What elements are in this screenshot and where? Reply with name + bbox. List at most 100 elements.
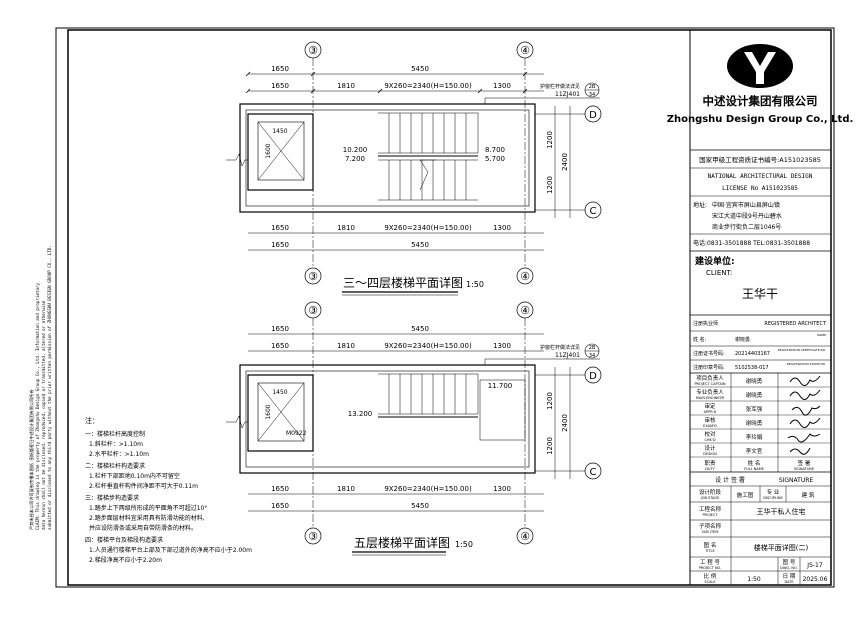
svg-text:1810: 1810: [337, 82, 355, 90]
svg-text:中国·宜宾市屏山县屏山镇: 中国·宜宾市屏山县屏山镇: [712, 201, 780, 209]
role-row-5: 设计 DESIGN 李文官: [690, 444, 831, 458]
svg-text:2400: 2400: [561, 153, 569, 171]
svg-text:地址:: 地址:: [693, 201, 707, 209]
svg-text:34: 34: [589, 92, 595, 98]
svg-text:国家甲级工程资质证书编号:A151023585: 国家甲级工程资质证书编号:A151023585: [699, 155, 821, 164]
svg-text:④: ④: [520, 44, 530, 57]
svg-text:1650: 1650: [271, 82, 289, 90]
svg-text:5450: 5450: [411, 325, 429, 333]
axis-3-top-upper: [304, 41, 322, 59]
svg-text:张军强: 张军强: [746, 405, 763, 413]
axis-d-lower: [584, 366, 602, 384]
svg-text:1200: 1200: [546, 437, 554, 455]
svg-text:10.200: 10.200: [343, 146, 368, 154]
axis-3-top-lower: [304, 301, 322, 319]
stair-treads-lower: [378, 373, 526, 441]
svg-text:1300: 1300: [493, 342, 511, 350]
svg-text:2.水平栏杆：>1.10m: 2.水平栏杆：>1.10m: [89, 450, 149, 458]
svg-text:9X260=2340(H=150.00): 9X260=2340(H=150.00): [384, 82, 472, 90]
svg-text:签 署: 签 署: [798, 459, 811, 467]
svg-text:D: D: [589, 110, 597, 121]
svg-text:谢晓勇: 谢晓勇: [746, 377, 763, 385]
svg-text:1300: 1300: [493, 82, 511, 90]
svg-text:SCALE: SCALE: [704, 580, 715, 584]
svg-text:设 计 签 署: 设 计 签 署: [715, 476, 745, 484]
svg-text:data herein shall not be discl: data herein shall not be disclosed, repr…: [41, 300, 46, 530]
svg-text:FULL NAME: FULL NAME: [744, 467, 764, 471]
svg-text:1650: 1650: [271, 65, 289, 73]
svg-text:2.踏步面层材料宜采用具有防滑功能的材料,: 2.踏步面层材料宜采用具有防滑功能的材料,: [89, 514, 205, 522]
svg-text:11ZJ401: 11ZJ401: [555, 352, 580, 359]
svg-text:1300: 1300: [493, 485, 511, 493]
axis-3-bottom-upper: [304, 267, 322, 285]
svg-text:1650: 1650: [271, 342, 289, 350]
svg-text:13.200: 13.200: [348, 410, 373, 418]
svg-text:审定: 审定: [704, 402, 716, 410]
svg-text:项目负责人: 项目负责人: [696, 374, 724, 382]
svg-text:SUB ITEM: SUB ITEM: [702, 530, 719, 534]
svg-text:建 筑: 建 筑: [802, 491, 815, 499]
plan-lower-title: 五层楼梯平面详图: [354, 535, 450, 550]
svg-text:1810: 1810: [337, 485, 355, 493]
svg-text:图 号: 图 号: [783, 558, 796, 566]
svg-text:9X260=2340(H=150.00): 9X260=2340(H=150.00): [384, 485, 472, 493]
svg-text:20214403167: 20214403167: [735, 351, 770, 357]
svg-text:楼梯平面详图(二): 楼梯平面详图(二): [754, 543, 809, 552]
svg-text:1450: 1450: [272, 389, 287, 396]
svg-text:DESIGN: DESIGN: [703, 452, 717, 456]
svg-text:四：楼梯平台及梯段构造要求: 四：楼梯平台及梯段构造要求: [85, 536, 163, 544]
left-margin-claim: 严禁未经本公司许可复制传播本图纸 图纸版权归中述设计集团有限公司所有 CLAIM…: [28, 245, 52, 530]
svg-text:专 业: 专 业: [767, 488, 780, 496]
title-block: 中述设计集团有限公司 Zhongshu Design Group Co., Lt…: [667, 30, 853, 585]
svg-text:王华干私人住宅: 王华干私人住宅: [757, 507, 806, 516]
svg-text:SIGNATURE: SIGNATURE: [779, 477, 814, 484]
svg-text:TITLE: TITLE: [704, 549, 714, 553]
svg-text:SIGNATURE: SIGNATURE: [794, 467, 814, 471]
svg-text:工程名称: 工程名称: [699, 505, 722, 513]
svg-text:M0922: M0922: [286, 430, 307, 437]
svg-text:1650: 1650: [271, 325, 289, 333]
svg-text:5450: 5450: [411, 241, 429, 249]
svg-text:④: ④: [520, 270, 530, 283]
svg-text:护窗栏杆做法详见: 护窗栏杆做法详见: [540, 344, 580, 351]
svg-text:1300: 1300: [493, 224, 511, 232]
svg-text:一：楼梯栏杆高度控制: 一：楼梯栏杆高度控制: [85, 430, 145, 438]
client-name: 王华干: [742, 287, 778, 301]
svg-text:子项名称: 子项名称: [699, 522, 722, 530]
svg-text:电话:0831-3501888 TEL:0831-3501: 电话:0831-3501888 TEL:0831-3501888: [693, 239, 810, 247]
svg-text:2B: 2B: [589, 345, 596, 351]
svg-text:CLIENT:: CLIENT:: [706, 269, 732, 277]
svg-text:日 期: 日 期: [783, 573, 796, 580]
svg-text:8.700: 8.700: [485, 146, 505, 154]
svg-text:比 例: 比 例: [704, 572, 717, 580]
svg-text:③: ③: [308, 304, 318, 317]
svg-text:商业步行街负二层1046号: 商业步行街负二层1046号: [712, 223, 781, 231]
role-row-1: 专业负责人 MAIN ENGINEER 谢晓勇: [690, 388, 831, 402]
svg-text:2.梯段净高不应小于2.20m: 2.梯段净高不应小于2.20m: [89, 556, 162, 564]
svg-text:11.700: 11.700: [488, 382, 513, 390]
svg-text:C: C: [590, 206, 597, 217]
svg-text:JS-17: JS-17: [806, 562, 823, 569]
svg-text:NAME: NAME: [817, 333, 826, 337]
svg-text:D: D: [589, 371, 597, 382]
svg-text:1.人员通行楼梯平台上部及下部过道外的净高不应小于2.00m: 1.人员通行楼梯平台上部及下部过道外的净高不应小于2.00m: [89, 546, 252, 554]
axis-c-upper: [584, 201, 602, 219]
svg-text:PROJECT CAPTAIN: PROJECT CAPTAIN: [694, 382, 725, 386]
role-row-4: 校对 CHK'D 李玲娟: [690, 430, 831, 444]
svg-text:设计阶段: 设计阶段: [699, 488, 722, 496]
svg-text:④: ④: [520, 304, 530, 317]
svg-text:1650: 1650: [271, 241, 289, 249]
svg-text:1:50: 1:50: [466, 280, 484, 289]
axis-d-upper: [584, 105, 602, 123]
svg-text:1:50: 1:50: [455, 540, 473, 549]
svg-text:APPR'D: APPR'D: [704, 410, 717, 414]
svg-text:1.踏步上下两级所形成的平面角不可超过10°: 1.踏步上下两级所形成的平面角不可超过10°: [89, 504, 207, 512]
plan-upper: ③ ④ ③ ④ 1650 5450 1650 1810 9X260=2340(H…: [226, 41, 602, 296]
svg-text:④: ④: [520, 530, 530, 543]
svg-text:REGISTERED ARCHITECT: REGISTERED ARCHITECT: [764, 321, 827, 327]
svg-text:二：楼梯栏杆构造要求: 二：楼梯栏杆构造要求: [85, 462, 145, 470]
svg-text:1600: 1600: [265, 143, 272, 158]
axis-c-lower: [584, 462, 602, 480]
svg-text:DATE: DATE: [784, 580, 793, 584]
